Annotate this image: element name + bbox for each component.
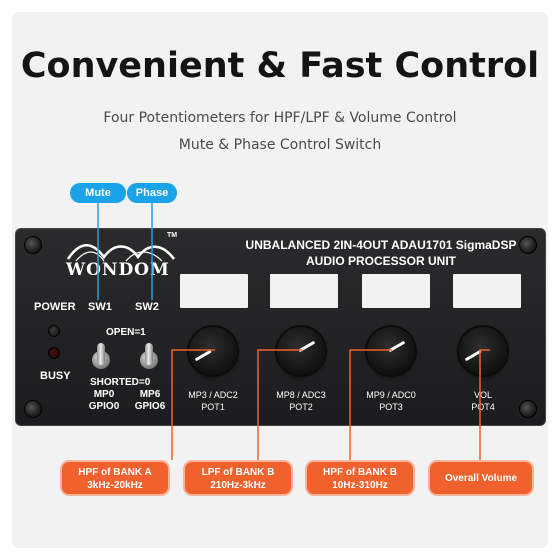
shorted-label: SHORTED=0 — [90, 377, 151, 388]
panel-title-line-2: AUDIO PROCESSOR UNIT — [305, 254, 456, 268]
pot2-label-line2: POT2 — [289, 402, 313, 412]
trademark: TM — [167, 232, 178, 239]
display-window-2 — [270, 274, 338, 308]
sw2-phase-toggle[interactable] — [139, 343, 159, 377]
sw1-mute-toggle[interactable] — [91, 343, 111, 377]
pot3-knob[interactable] — [367, 327, 415, 375]
headline: Convenient & Fast Control — [20, 46, 540, 86]
display-window-3 — [362, 274, 430, 308]
phase-badge: Phase — [127, 183, 177, 203]
mute-badge: Mute — [70, 183, 126, 203]
callout-hpf-bank-b: HPF of BANK B 10Hz-310Hz — [305, 460, 415, 496]
sw2-pin-mp6: MP6 — [139, 389, 161, 400]
pot3-label-line2: POT3 — [379, 402, 403, 412]
callout-lpf-bank-b: LPF of BANK B 210Hz-3kHz — [183, 460, 293, 496]
power-label: POWER — [34, 301, 76, 313]
pot1-knob[interactable] — [189, 327, 237, 375]
callout-hpf-bank-a: HPF of BANK A 3kHz-20kHz — [60, 460, 170, 496]
pot4-label-line1: VOL — [473, 390, 492, 400]
display-window-1 — [180, 274, 248, 308]
pot1-label-line1: MP3 / ADC2 — [188, 390, 238, 400]
pot4-label-line2: POT4 — [471, 402, 495, 412]
pot2-knob[interactable] — [277, 327, 325, 375]
screw-icon — [24, 400, 42, 418]
busy-label: BUSY — [40, 370, 71, 382]
subtitle-line-2: Mute & Phase Control Switch — [178, 137, 382, 153]
pot3-label-line1: MP9 / ADC0 — [366, 390, 416, 400]
power-led — [48, 325, 60, 337]
dsp-front-panel: TM WONDOM UNBALANCED 2IN-4OUT ADAU1701 S… — [15, 228, 546, 426]
sw2-pin-gpio6: GPIO6 — [134, 401, 166, 412]
display-window-4 — [453, 274, 521, 308]
screw-icon — [24, 236, 42, 254]
pot2-label-line1: MP8 / ADC3 — [276, 390, 326, 400]
panel-title-line-1: UNBALANCED 2IN-4OUT ADAU1701 SigmaDSP — [245, 238, 517, 252]
brand-logo: WONDOM — [66, 260, 170, 280]
pot1-label-line2: POT1 — [201, 402, 225, 412]
open-label: OPEN=1 — [106, 327, 146, 338]
sw1-pin-gpio0: GPIO0 — [88, 401, 120, 412]
callout-overall-volume: Overall Volume — [428, 460, 534, 496]
brand-wave-icon — [66, 244, 175, 262]
screw-icon — [519, 236, 537, 254]
subtitle-line-1: Four Potentiometers for HPF/LPF & Volume… — [103, 110, 457, 126]
pot4-volume-knob[interactable] — [459, 327, 507, 375]
busy-led — [48, 347, 60, 359]
screw-icon — [519, 400, 537, 418]
sw1-label: SW1 — [88, 301, 112, 313]
sw2-label: SW2 — [135, 301, 159, 313]
sw1-pin-mp0: MP0 — [93, 389, 115, 400]
